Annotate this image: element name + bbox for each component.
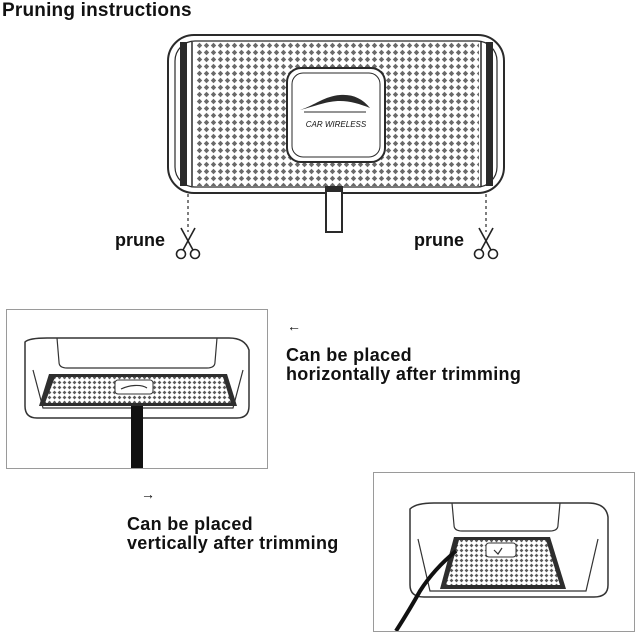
vertical-caption-line2: vertically after trimming bbox=[127, 533, 339, 553]
scissors-icon bbox=[473, 227, 499, 260]
pad-logo-plate bbox=[286, 67, 386, 163]
vertical-placement-illustration bbox=[394, 502, 609, 631]
prune-label-left: prune bbox=[115, 230, 166, 250]
horizontal-placement-panel bbox=[6, 309, 268, 469]
pad-left-stripe bbox=[180, 42, 187, 186]
pad-right-stripe bbox=[486, 42, 493, 186]
left-arrow-icon: ← bbox=[287, 318, 301, 334]
horizontal-placement-illustration bbox=[24, 337, 250, 468]
car-logo-icon bbox=[300, 94, 370, 110]
vertical-caption-line1: Can be placed bbox=[127, 514, 253, 534]
horizontal-caption-line2: horizontally after trimming bbox=[286, 364, 522, 384]
vertical-placement-panel bbox=[373, 472, 635, 632]
prune-label-right: prune bbox=[414, 230, 465, 250]
pad-cable bbox=[325, 187, 343, 233]
horizontal-caption-line1: Can be placed bbox=[286, 345, 412, 365]
scissors-icon bbox=[175, 227, 201, 260]
right-arrow-icon: → bbox=[141, 486, 155, 502]
pad-logo-text: CAR WIRELESS bbox=[305, 120, 367, 129]
page-title: Pruning instructions bbox=[2, 0, 192, 21]
